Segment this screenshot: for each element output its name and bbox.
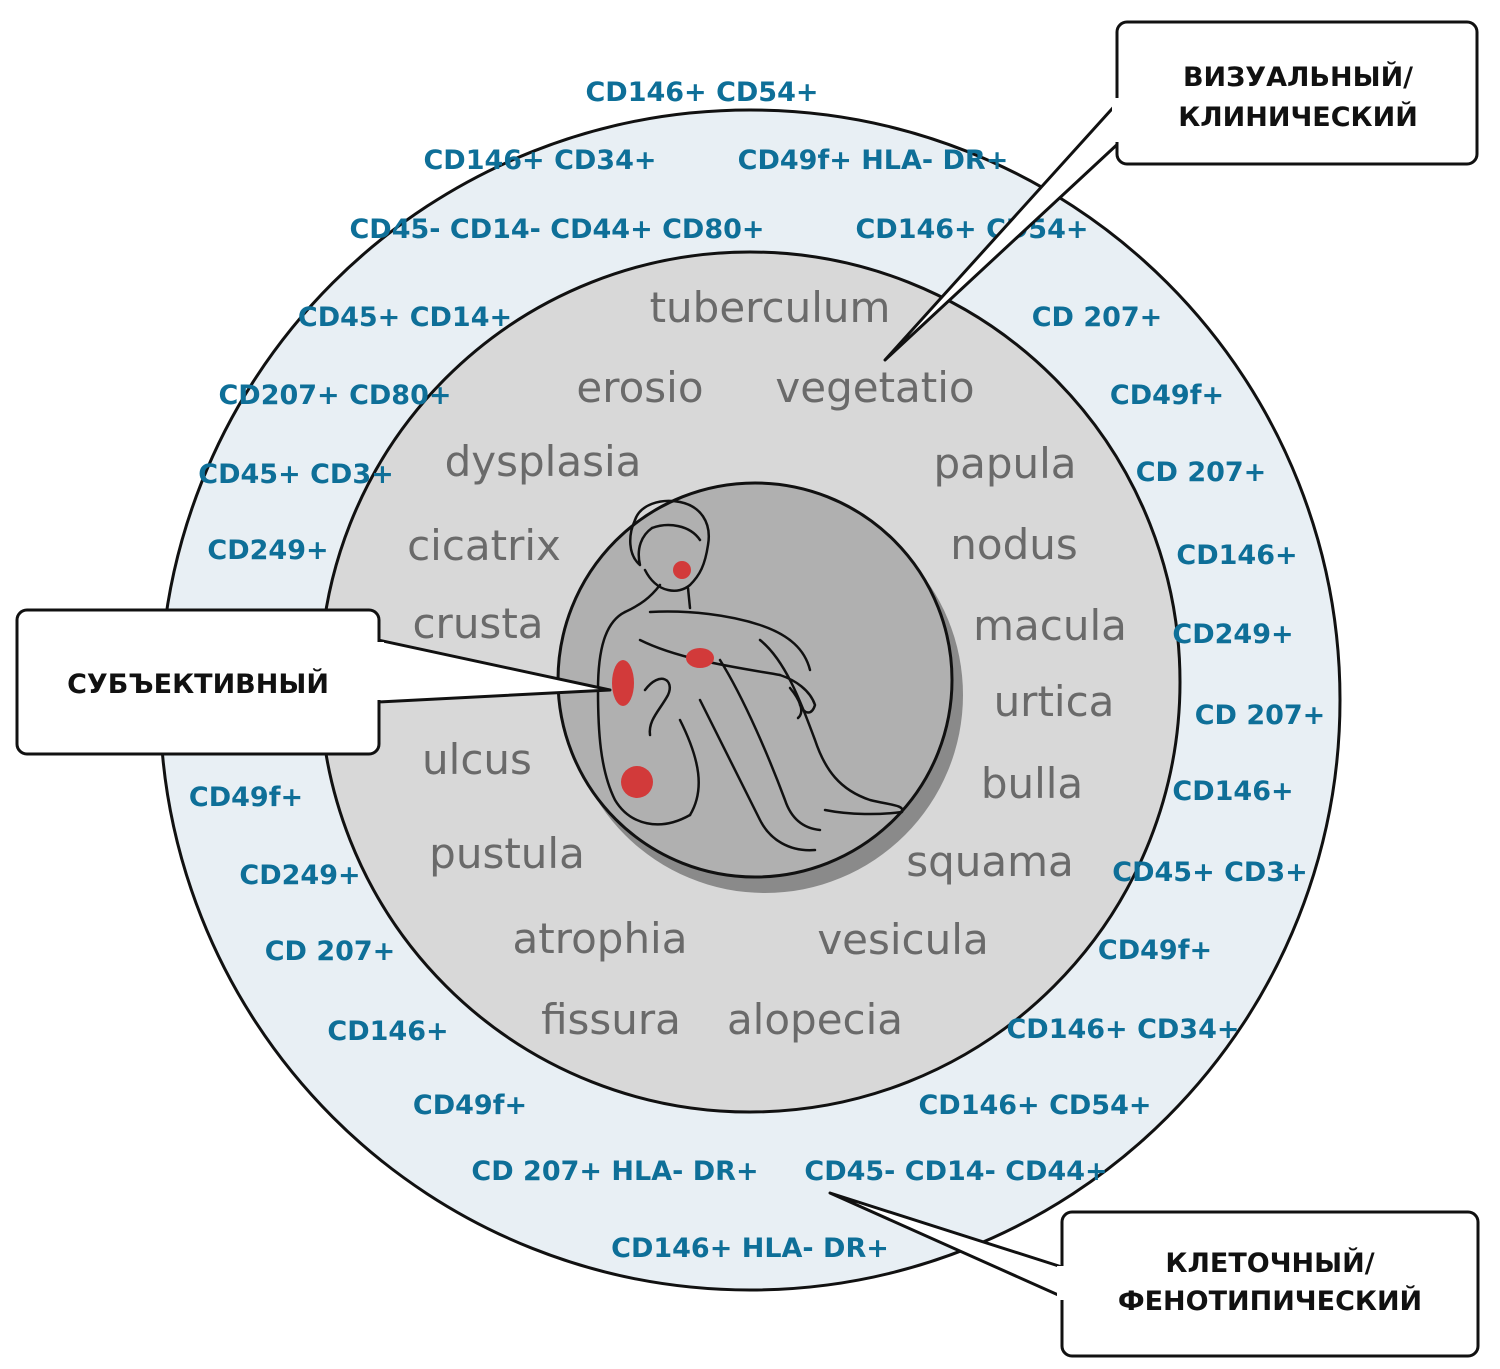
callout-box bbox=[1115, 20, 1479, 166]
marker-label: CD249+ bbox=[239, 860, 360, 891]
callout-box bbox=[1060, 1210, 1480, 1358]
lesion-label: urtica bbox=[994, 677, 1115, 726]
lesion-label: papula bbox=[933, 439, 1076, 488]
marker-label: CD249+ bbox=[207, 535, 328, 566]
lesion-label: dysplasia bbox=[445, 437, 642, 486]
callout-visual: ВИЗУАЛЬНЫЙ/ КЛИНИЧЕСКИЙ bbox=[883, 20, 1479, 362]
lesion-label: cicatrix bbox=[407, 521, 561, 570]
lesion-label: vesicula bbox=[817, 915, 988, 964]
lesion-labels: tuberculum erosio vegetatio dysplasia pa… bbox=[407, 283, 1127, 1044]
marker-label: CD 207+ bbox=[1195, 700, 1326, 731]
marker-label: CD45- CD14- CD44+ bbox=[804, 1156, 1107, 1187]
lesion-label: squama bbox=[906, 837, 1074, 886]
marker-label: CD249+ bbox=[1172, 619, 1293, 650]
lesion-label: ulcus bbox=[422, 735, 532, 784]
marker-label: CD49f+ bbox=[1098, 935, 1212, 966]
lesion-label: fissura bbox=[541, 995, 681, 1044]
spot-shoulder bbox=[686, 648, 714, 668]
spot-back bbox=[612, 660, 634, 706]
callout-joint bbox=[1057, 1266, 1069, 1300]
spot-hip bbox=[621, 766, 653, 798]
marker-label: CD146+ CD34+ bbox=[423, 145, 656, 176]
lesion-label: pustula bbox=[429, 829, 585, 878]
marker-label: CD146+ CD54+ bbox=[585, 77, 818, 108]
callout-subjective-line1: СУБЪЕКТИВНЫЙ bbox=[67, 668, 329, 700]
marker-label: CD 207+ bbox=[265, 936, 396, 967]
callout-cellular: КЛЕТОЧНЫЙ/ ФЕНОТИПИЧЕСКИЙ bbox=[828, 1191, 1480, 1358]
callout-visual-line2: КЛИНИЧЕСКИЙ bbox=[1178, 101, 1418, 133]
marker-label: CD207+ CD80+ bbox=[218, 380, 451, 411]
marker-label: CD 207+ bbox=[1136, 457, 1267, 488]
marker-label: CD45+ CD14+ bbox=[298, 302, 512, 333]
marker-label: CD146+ bbox=[1176, 540, 1297, 571]
callout-cellular-line1: КЛЕТОЧНЫЙ/ bbox=[1165, 1247, 1374, 1279]
callout-visual-line1: ВИЗУАЛЬНЫЙ/ bbox=[1183, 61, 1413, 93]
marker-label: CD146+ bbox=[327, 1016, 448, 1047]
marker-label: CD49f+ bbox=[189, 782, 303, 813]
marker-labels: CD146+ CD54+ CD146+ CD34+ CD49f+ HLA- DR… bbox=[189, 77, 1325, 1264]
marker-label: CD49f+ bbox=[1110, 380, 1224, 411]
lesion-label: macula bbox=[973, 601, 1127, 650]
seated-person-icon bbox=[596, 499, 904, 852]
marker-label: CD146+ CD54+ bbox=[855, 214, 1088, 245]
marker-label: CD45+ CD3+ bbox=[1112, 857, 1307, 888]
marker-label: CD45+ CD3+ bbox=[198, 459, 393, 490]
marker-label: CD146+ CD54+ bbox=[918, 1090, 1151, 1121]
lesion-label: crusta bbox=[412, 599, 543, 648]
callout-joint bbox=[1112, 98, 1126, 142]
lesion-spots bbox=[612, 561, 714, 798]
marker-label: CD146+ CD34+ bbox=[1006, 1014, 1239, 1045]
marker-label: CD146+ HLA- DR+ bbox=[611, 1233, 889, 1264]
lesion-label: nodus bbox=[950, 520, 1077, 569]
lesion-label: bulla bbox=[981, 759, 1083, 808]
spot-face bbox=[673, 561, 691, 579]
lesion-label: alopecia bbox=[727, 995, 903, 1044]
lesion-label: atrophia bbox=[513, 914, 688, 963]
lesion-label: vegetatio bbox=[775, 363, 974, 412]
lesion-label: tuberculum bbox=[650, 283, 891, 332]
lesion-label: erosio bbox=[576, 363, 703, 412]
marker-label: CD45- CD14- CD44+ CD80+ bbox=[349, 214, 764, 245]
marker-label: CD146+ bbox=[1172, 776, 1293, 807]
marker-label: CD 207+ bbox=[1032, 302, 1163, 333]
callout-cellular-line2: ФЕНОТИПИЧЕСКИЙ bbox=[1118, 1285, 1422, 1317]
callout-subjective: СУБЪЕКТИВНЫЙ bbox=[15, 608, 612, 756]
marker-label: CD 207+ HLA- DR+ bbox=[471, 1156, 758, 1187]
marker-label: CD49f+ HLA- DR+ bbox=[738, 145, 1009, 176]
callout-joint bbox=[372, 642, 384, 700]
marker-label: CD49f+ bbox=[413, 1090, 527, 1121]
